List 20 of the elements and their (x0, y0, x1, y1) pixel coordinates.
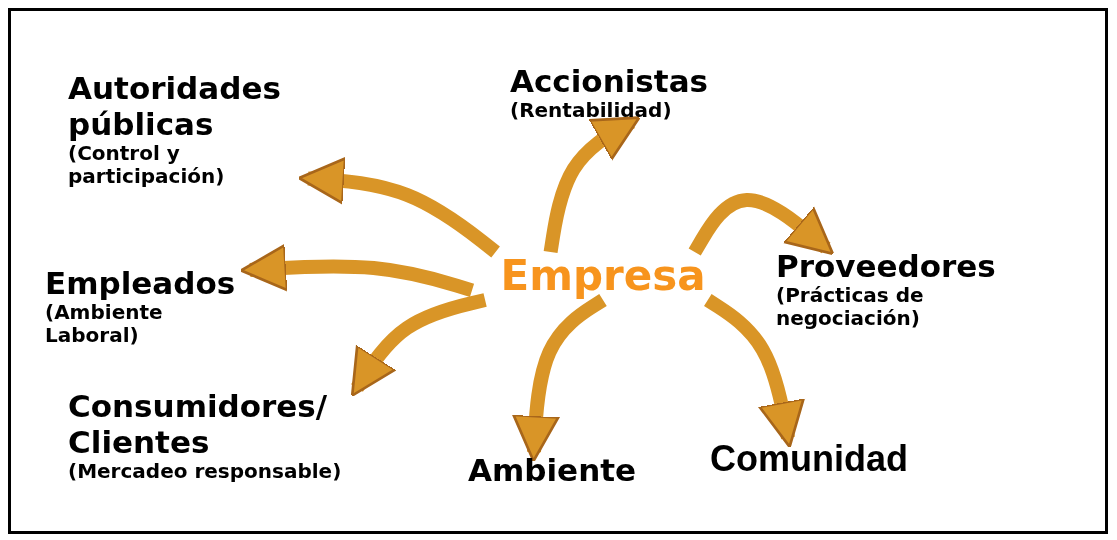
center-label: Empresa (499, 252, 707, 300)
stakeholder-label: Empleados (45, 265, 237, 301)
curved-arrow (239, 244, 475, 298)
curved-arrow (512, 294, 607, 463)
stakeholder-label: Comunidad (710, 438, 909, 480)
curved-arrow (704, 294, 805, 449)
stakeholder-label: Accionistas (510, 63, 709, 99)
stakeholder-subtitle: (Prácticas de negociación) (776, 284, 925, 330)
curved-arrow (543, 115, 641, 254)
curved-arrow (688, 193, 835, 256)
stakeholder-subtitle: (Control y participación) (68, 142, 226, 188)
stakeholder-subtitle: (Mercadeo responsable) (68, 460, 343, 483)
curved-arrow (297, 157, 500, 258)
stakeholder-label: Ambiente (468, 452, 638, 488)
stakeholder-label: Consumidores/ Clientes (68, 388, 329, 460)
stakeholder-label: Autoridades públicas (68, 70, 282, 142)
stakeholder-subtitle: (Rentabilidad) (510, 99, 673, 122)
stakeholder-label: Proveedores (776, 248, 997, 284)
stakeholder-subtitle: (Ambiente Laboral) (45, 301, 164, 347)
curved-arrow (350, 293, 487, 397)
